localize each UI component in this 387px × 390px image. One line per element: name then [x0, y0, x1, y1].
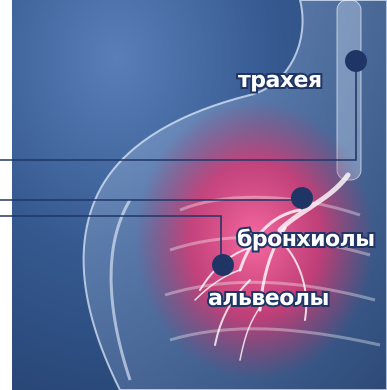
- label-alveoli: альвеолы: [208, 288, 329, 310]
- marker-trachea: [345, 50, 367, 72]
- marker-alveoli: [212, 254, 234, 276]
- left-border: [0, 0, 12, 390]
- label-trachea: трахея: [238, 70, 322, 92]
- marker-bronchioles: [291, 187, 313, 209]
- label-bronchioles: бронхиолы: [237, 229, 375, 251]
